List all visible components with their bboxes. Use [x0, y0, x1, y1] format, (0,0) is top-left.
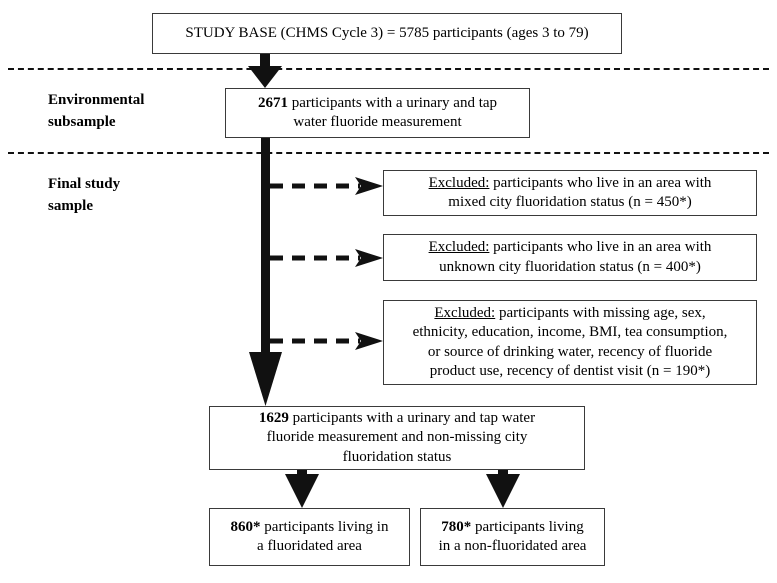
- box-excluded-unknown-fluoridation-text: Excluded: participants who live in an ar…: [428, 239, 712, 275]
- box-excluded-mixed-fluoridation-text: Excluded: participants who live in an ar…: [428, 174, 712, 210]
- box-study-base-text: STUDY BASE (CHMS Cycle 3) = 5785 partici…: [185, 24, 589, 41]
- box-study-base: STUDY BASE (CHMS Cycle 3) = 5785 partici…: [152, 13, 622, 54]
- connector-final-to-fluoridated: [285, 470, 319, 508]
- section-divider-middle: [8, 152, 769, 154]
- connector-final-to-non-fluoridated: [486, 470, 520, 508]
- connector-trunk-to-excluded-unknown: [270, 249, 383, 267]
- box-excluded-missing-covariates-text: Excluded: participants with missing age,…: [412, 305, 728, 379]
- box-final-study-sample-text: 1629 participants with a urinary and tap…: [258, 410, 536, 465]
- box-final-study-sample: 1629 participants with a urinary and tap…: [209, 406, 585, 470]
- connector-study-base-to-subsample: [248, 53, 282, 88]
- connector-subsample-trunk: [249, 138, 282, 406]
- box-environmental-subsample-text: 2671 participants with a urinary and tap…: [257, 94, 498, 130]
- box-excluded-mixed-fluoridation: Excluded: participants who live in an ar…: [383, 170, 757, 216]
- box-excluded-unknown-fluoridation: Excluded: participants who live in an ar…: [383, 234, 757, 281]
- connector-trunk-to-excluded-mixed: [270, 177, 383, 195]
- stage-label-environmental-subsample: Environmental subsample: [48, 92, 145, 130]
- connector-trunk-to-excluded-missing: [270, 332, 383, 350]
- stage-label-final-study-sample: Final study sample: [48, 176, 121, 214]
- box-environmental-subsample: 2671 participants with a urinary and tap…: [225, 88, 530, 138]
- box-excluded-missing-covariates: Excluded: participants with missing age,…: [383, 300, 757, 385]
- section-divider-top: [8, 68, 769, 70]
